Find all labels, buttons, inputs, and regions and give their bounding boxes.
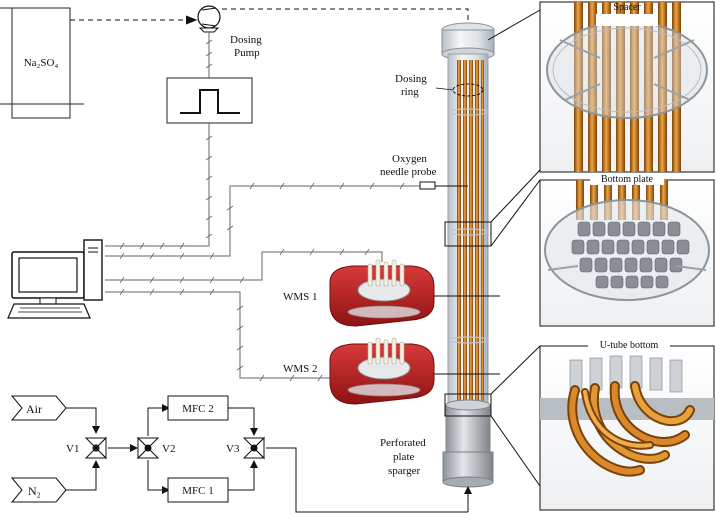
- sparger-label-line1: Perforated: [380, 437, 426, 449]
- bottom-plate-cylinders: [571, 221, 690, 289]
- air-inlet: [10, 395, 67, 421]
- dosing-ring-label-line2: ring: [401, 86, 419, 98]
- v3-label: V3: [226, 443, 240, 455]
- wms-sensor-1: [329, 259, 435, 327]
- wms1-label: WMS 1: [283, 291, 318, 303]
- oxygen-needle-probe: [419, 181, 468, 190]
- inset-utube-title: U-tube bottom: [600, 340, 659, 351]
- mfc-2: [167, 395, 229, 421]
- mfc1-label: MFC 1: [182, 485, 214, 497]
- dosing-pump-label-line2: Pump: [234, 47, 260, 59]
- oxygen-probe-label-line1: Oxygen: [392, 153, 427, 165]
- utube-coils: [567, 381, 695, 477]
- signal-lines: [105, 32, 420, 379]
- inset-spacer: [539, 1, 715, 173]
- gas-lines: [66, 407, 468, 513]
- computer-icon: [7, 239, 103, 319]
- wms-sensor-2: [329, 337, 435, 405]
- inset-spacer-title: Spacer: [613, 2, 641, 13]
- na2so4-tank: Na₂SO₄: [0, 7, 84, 119]
- valve-v3: [242, 436, 266, 460]
- inset-bottom-plate-title: Bottom plate: [601, 174, 654, 185]
- tank-label: Na₂SO₄: [24, 57, 59, 69]
- n2-label: N₂: [28, 484, 41, 498]
- sparger-label-line2: plate: [393, 451, 414, 463]
- n2-inlet: [10, 477, 67, 503]
- mfc2-label: MFC 2: [182, 403, 214, 415]
- v2-label: V2: [162, 443, 175, 455]
- pulse-signal-box: [166, 77, 253, 124]
- air-label: Air: [26, 402, 42, 416]
- wms2-label: WMS 2: [283, 363, 318, 375]
- signal-line-ticks: [119, 39, 405, 382]
- dosing-ring-marker: [452, 83, 484, 97]
- v1-label: V1: [66, 443, 79, 455]
- dosing-pump-label-line1: Dosing: [230, 34, 262, 46]
- bubble-column: [441, 22, 495, 512]
- valve-v1: [84, 436, 108, 460]
- sparger-label-line3: sparger: [388, 465, 421, 477]
- inset-utube-bottom: [539, 339, 715, 511]
- valve-v2: [136, 436, 160, 460]
- callout-markers: [444, 9, 541, 487]
- inset-bottom-plate: [539, 173, 715, 327]
- oxygen-probe-label-line2: needle probe: [380, 166, 437, 178]
- dosing-pump: [197, 5, 221, 33]
- dosing-ring-label-line1: Dosing: [395, 73, 427, 85]
- gas-line-arrows: [92, 404, 258, 494]
- mfc-1: [167, 477, 229, 503]
